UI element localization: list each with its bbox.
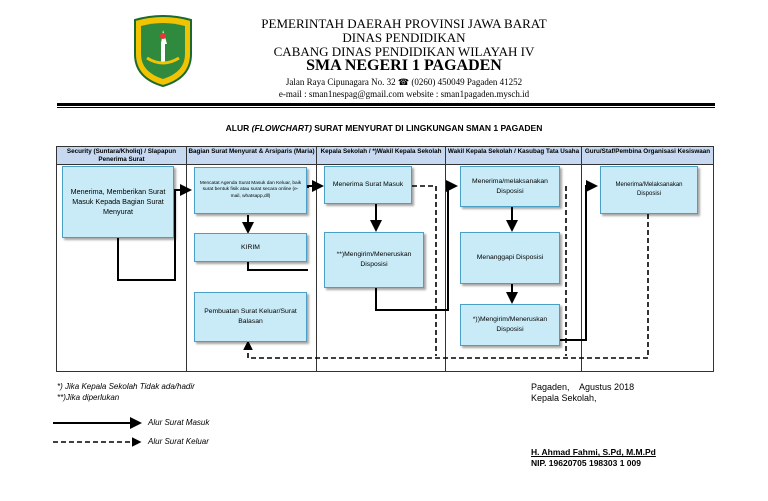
box-waka-tanggapi: Menanggapi Disposisi: [460, 232, 560, 284]
school-name: SMA NEGERI 1 PAGADEN: [306, 57, 502, 74]
signature-nip: NIP. 19620705 198303 1 009: [531, 458, 641, 468]
note-kepsek-absent: *) Jika Kepala Sekolah Tidak ada/hadir: [57, 382, 195, 391]
dashed-guru-return: [243, 214, 649, 359]
flowchart-title: ALUR (FLOWCHART) SURAT MENYURAT DI LINGK…: [0, 123, 768, 133]
box-pembuatan-surat: Pembuatan Surat Keluar/Surat Balasan: [194, 292, 307, 342]
arrow-security-to-agenda: [117, 184, 192, 281]
letterhead-divider: [57, 103, 715, 106]
legend-label-keluar: Alur Surat Keluar: [148, 437, 209, 446]
box-security-receive: Menerima, Memberikan Surat Masuk Kepada …: [62, 166, 174, 238]
box-waka-terima: Menerima/melaksanakan Disposisi: [460, 166, 560, 207]
arrow-waka-to-guru: [560, 180, 598, 341]
letterhead-address: Jalan Raya Cipunagara No. 32 ☎ (0260) 45…: [285, 77, 523, 87]
box-kepsek-terima: Menerima Surat Masuk: [324, 166, 412, 204]
box-guru-terima: Menerima/Melaksanakan Disposisi: [600, 166, 698, 214]
logo-emblem-icon: [134, 15, 192, 88]
note-if-needed: **)Jika diperlukan: [57, 393, 120, 402]
box-waka-kirim: *))Mengirim/Meneruskan Disposisi: [460, 304, 560, 346]
signature-place-date: Pagaden, Agustus 2018: [531, 382, 635, 392]
arrow-kepsek-to-waka: [375, 180, 458, 311]
legend-label-masuk: Alur Surat Masuk: [148, 418, 210, 427]
box-kirim: KIRIM: [194, 233, 307, 262]
arrow-agenda-to-kepsek: [307, 180, 324, 192]
letterhead-line-2: DINAS PENDIDIKAN: [342, 30, 466, 45]
letterhead-contact: e-mail : sman1nespag@gmail.com website :…: [278, 89, 530, 99]
title-suffix: SURAT MENYURAT DI LINGKUNGAN SMAN 1 PAGA…: [311, 123, 543, 133]
arrow-kirim-link: [247, 262, 308, 271]
letterhead-divider-thin: [57, 107, 715, 108]
title-prefix: ALUR: [225, 123, 252, 133]
box-kepsek-kirim: **)Mengirim/Meneruskan Disposisi: [324, 232, 424, 288]
letterhead-line-1: PEMERINTAH DAERAH PROVINSI JAWA BARAT: [261, 16, 547, 31]
dashed-kepsek-return: [412, 185, 437, 356]
title-italic: (FLOWCHART): [251, 123, 312, 133]
school-logo: [131, 14, 195, 88]
signature-name: H. Ahmad Fahmi, S.Pd, M.M.Pd: [531, 447, 656, 457]
box-agenda: Mencatat Agenda Surat Masuk dan Keluar, …: [194, 167, 307, 214]
letterhead-line-3: CABANG DINAS PENDIDIKAN WILAYAH IV: [273, 44, 535, 59]
signature-role: Kepala Sekolah,: [531, 393, 597, 403]
